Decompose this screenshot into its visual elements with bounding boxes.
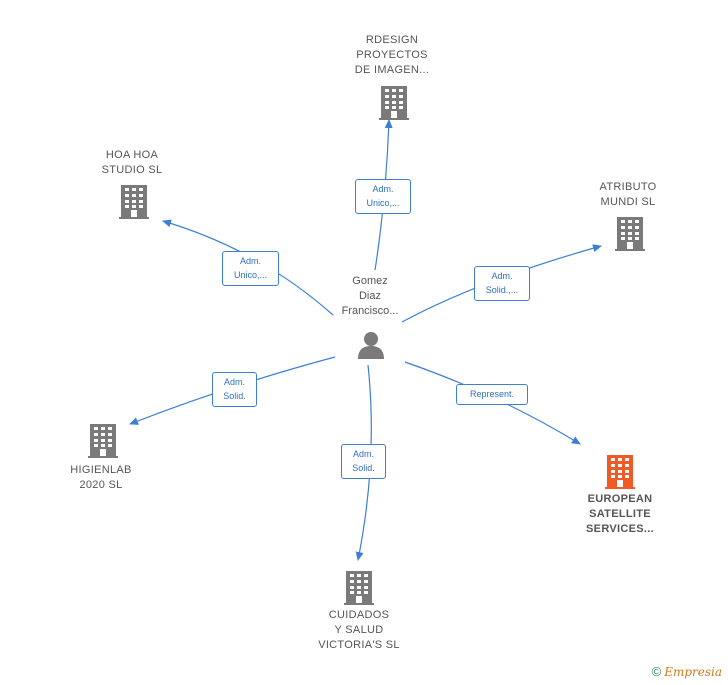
relation-label-cuidados[interactable]: Adm. Solid. — [341, 444, 386, 479]
relation-label-line: Solid. — [223, 391, 246, 401]
company-label-line: HOA HOA — [105, 149, 159, 161]
company-label-hoahoa[interactable]: HOA HOA STUDIO SL — [82, 148, 182, 178]
person-name-line-2: Diaz — [358, 290, 381, 302]
company-label-higienlab[interactable]: HIGIENLAB 2020 SL — [51, 463, 151, 493]
company-label-cuidados[interactable]: CUIDADOS Y SALUD VICTORIA'S SL — [304, 608, 414, 653]
company-label-line: SATELLITE — [589, 508, 651, 520]
building-icon[interactable] — [614, 215, 646, 251]
company-label-rdesign[interactable]: RDESIGN PROYECTOS DE IMAGEN... — [342, 33, 442, 78]
building-icon[interactable] — [604, 453, 636, 489]
person-name-line-1: Gomez — [352, 275, 388, 287]
company-label-line: Y SALUD — [334, 624, 384, 636]
person-icon[interactable] — [356, 330, 386, 360]
company-label-line: MUNDI SL — [600, 196, 656, 208]
relation-label-line: Solid. — [352, 463, 375, 473]
brand-logo: Empresia — [664, 665, 722, 679]
copyright-icon: © — [651, 664, 662, 679]
company-label-line: EUROPEAN — [587, 493, 653, 505]
company-label-line: ATRIBUTO — [599, 181, 657, 193]
relation-label-line: Adm. — [223, 377, 245, 387]
company-label-line: PROYECTOS — [356, 49, 428, 61]
company-label-line: HIGIENLAB — [70, 464, 132, 476]
company-label-line: RDESIGN — [365, 34, 419, 46]
person-name[interactable]: Gomez Diaz Francisco... — [330, 274, 410, 319]
relation-label-line: Represent. — [469, 389, 515, 399]
relation-label-line: Adm. — [352, 449, 374, 459]
company-label-line: SERVICES... — [586, 523, 654, 535]
building-icon[interactable] — [343, 569, 375, 605]
company-label-line: VICTORIA'S SL — [318, 639, 400, 651]
company-label-line: STUDIO SL — [101, 164, 163, 176]
relation-label-line: Adm. — [239, 256, 261, 266]
company-label-line: CUIDADOS — [328, 609, 390, 621]
company-label-line: 2020 SL — [79, 479, 123, 491]
person-name-line-3: Francisco... — [341, 305, 399, 317]
building-icon[interactable] — [378, 84, 410, 120]
relation-label-line: Solid.,... — [485, 285, 519, 295]
company-label-atributo[interactable]: ATRIBUTO MUNDI SL — [578, 180, 678, 210]
relation-label-higienlab[interactable]: Adm. Solid. — [212, 372, 257, 407]
relation-label-line: Unico,... — [366, 198, 400, 208]
relation-label-line: Adm. — [372, 184, 394, 194]
building-icon[interactable] — [87, 422, 119, 458]
relation-label-line: Unico,... — [233, 270, 267, 280]
relation-label-atributo[interactable]: Adm. Solid.,... — [474, 266, 530, 301]
relation-label-hoahoa[interactable]: Adm. Unico,... — [222, 251, 279, 286]
relation-label-rdesign[interactable]: Adm. Unico,... — [355, 179, 411, 214]
company-label-european[interactable]: EUROPEAN SATELLITE SERVICES... — [570, 492, 670, 537]
company-label-line: DE IMAGEN... — [354, 64, 430, 76]
relation-label-european[interactable]: Represent. — [456, 384, 528, 405]
building-icon[interactable] — [118, 183, 150, 219]
relation-label-line: Adm. — [491, 271, 513, 281]
footer-brand: ©Empresia — [652, 664, 722, 679]
